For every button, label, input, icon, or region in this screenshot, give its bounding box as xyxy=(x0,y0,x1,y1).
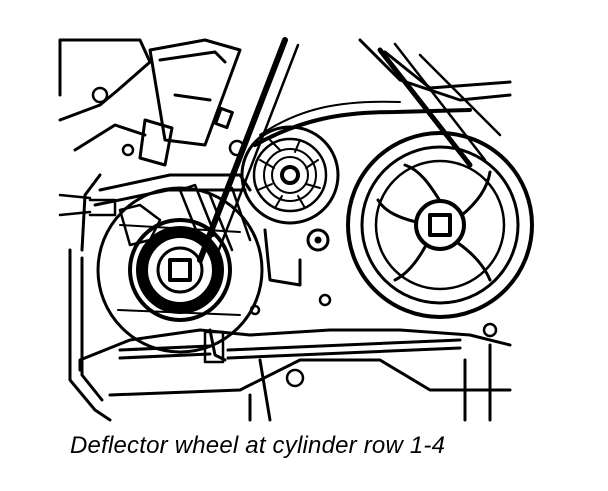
idler-pulley-center xyxy=(240,125,340,287)
deflector-pulley-left xyxy=(96,186,264,354)
coolant-pipes xyxy=(80,173,462,364)
figure-caption: Deflector wheel at cylinder row 1-4 xyxy=(70,432,446,459)
bolts xyxy=(91,86,498,388)
crankshaft-pulley-right xyxy=(346,131,534,319)
tensioner-arm xyxy=(93,38,252,207)
engine-housing xyxy=(58,38,512,422)
